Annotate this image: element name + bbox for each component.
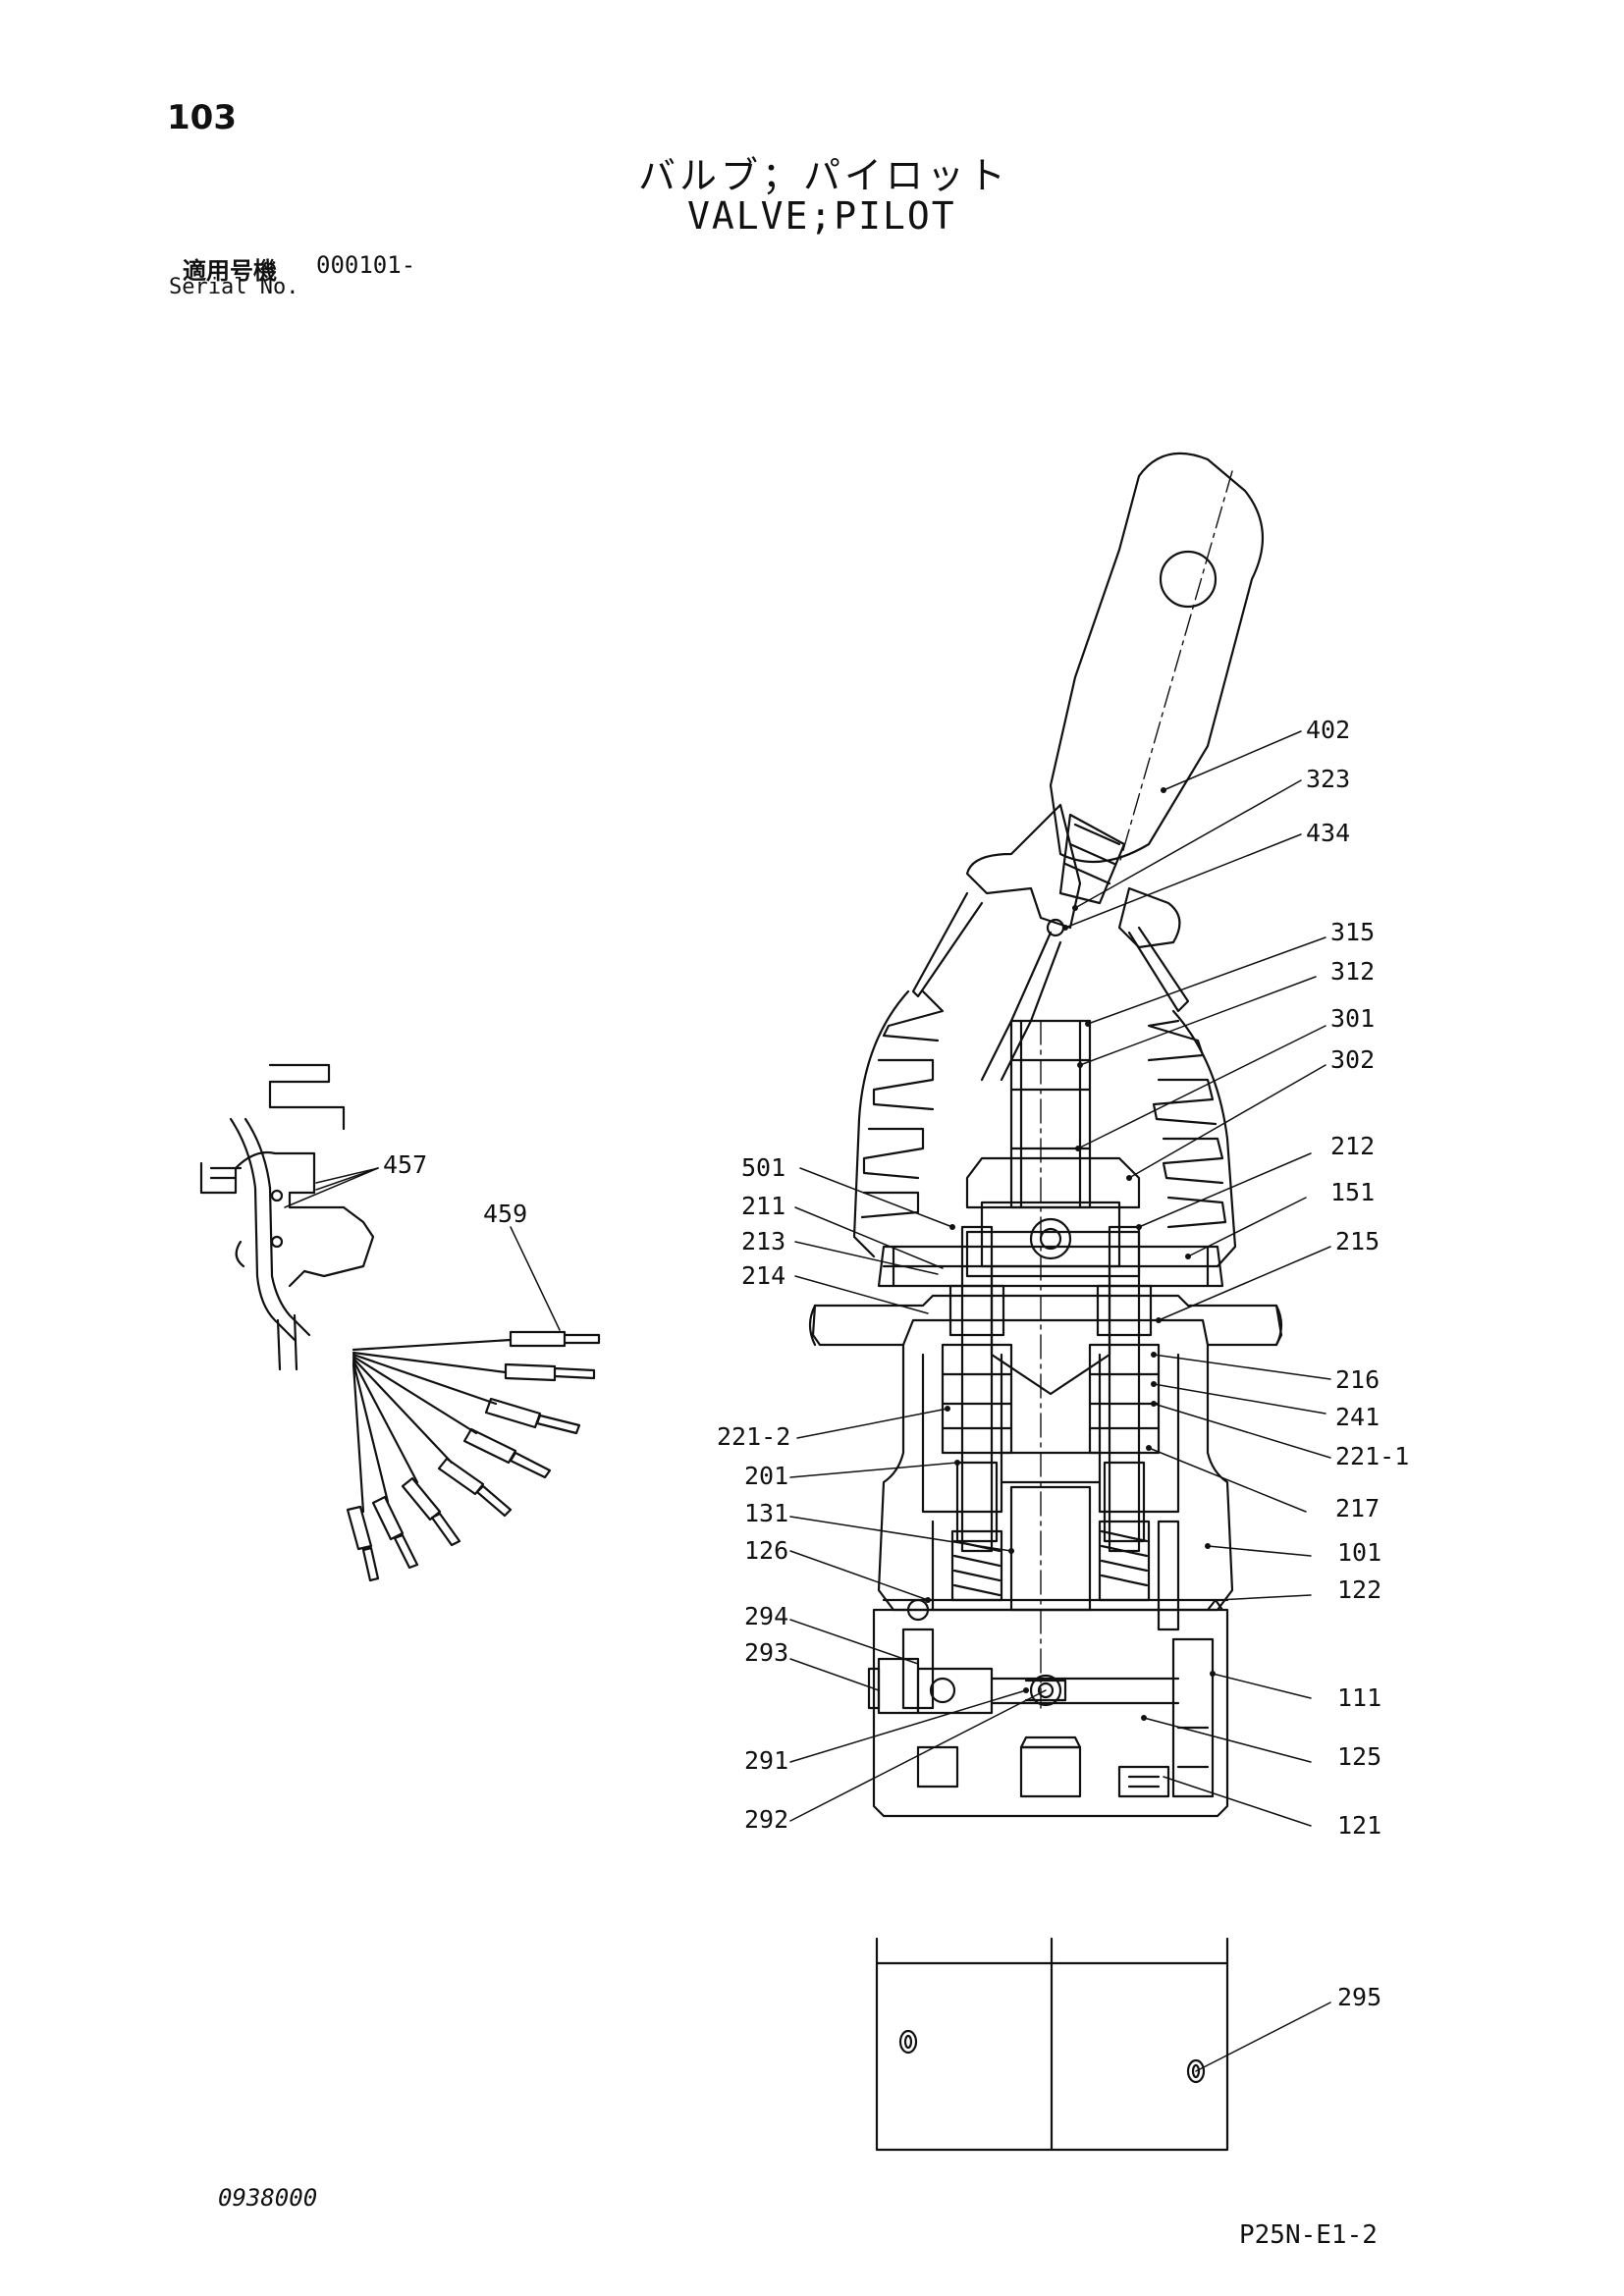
cam-plate — [867, 1657, 1180, 1715]
callout-323: 323 — [1306, 765, 1350, 793]
callout-211: 211 — [741, 1192, 785, 1220]
callout-501: 501 — [741, 1153, 785, 1182]
callout-241: 241 — [1335, 1403, 1380, 1431]
bottom-view — [875, 1937, 1229, 2152]
title-japanese: バルブ；パイロット — [638, 154, 1010, 197]
callout-151: 151 — [1330, 1178, 1375, 1206]
page-code: P25N-E1-2 — [1239, 2220, 1378, 2250]
callout-122: 122 — [1337, 1575, 1381, 1604]
valve-body — [808, 1294, 1283, 1612]
callout-212: 212 — [1330, 1132, 1375, 1160]
callout-294: 294 — [744, 1602, 788, 1630]
callout-214: 214 — [741, 1261, 785, 1290]
lower-casing — [872, 1598, 1229, 1818]
callout-402: 402 — [1306, 716, 1350, 744]
callout-131: 131 — [744, 1499, 788, 1527]
leader-lines — [1064, 730, 1331, 2072]
top-plate — [877, 1156, 1224, 1288]
callout-295: 295 — [1337, 1983, 1381, 2011]
callout-213: 213 — [741, 1227, 785, 1255]
callout-111: 111 — [1337, 1683, 1381, 1712]
title-english: VALVE;PILOT — [687, 194, 956, 238]
callout-101: 101 — [1337, 1538, 1381, 1567]
center-shaft — [965, 1019, 1141, 1709]
serial-label-english: Serial No. — [169, 275, 299, 299]
callout-201: 201 — [744, 1462, 788, 1490]
callout-126: 126 — [744, 1536, 788, 1565]
callout-221-1: 221-1 — [1335, 1442, 1409, 1470]
harness-inset — [199, 1063, 601, 1582]
lever-handle — [1049, 452, 1265, 865]
callout-291: 291 — [744, 1746, 788, 1775]
callout-221-2: 221-2 — [717, 1422, 790, 1451]
callout-302: 302 — [1330, 1045, 1375, 1074]
callout-434: 434 — [1306, 819, 1350, 847]
drawing-code: 0938000 — [218, 2184, 318, 2212]
callout-labels: 402 323 434 315 312 301 302 212 151 215 … — [383, 716, 1409, 2011]
page-number: 103 — [167, 98, 237, 137]
serial-number-value: 000101- — [316, 251, 416, 279]
leader-dots — [925, 787, 1216, 1721]
callout-215: 215 — [1335, 1227, 1380, 1255]
callout-315: 315 — [1330, 918, 1375, 946]
bellows-boot — [852, 989, 1237, 1268]
callout-216: 216 — [1335, 1365, 1380, 1394]
serial-label-japanese: 適用号機 — [183, 257, 277, 285]
callout-457: 457 — [383, 1150, 427, 1179]
callout-292: 292 — [744, 1805, 788, 1834]
leader-lines-left — [284, 1167, 1047, 1822]
callout-459: 459 — [483, 1200, 527, 1228]
callout-312: 312 — [1330, 957, 1375, 986]
callout-293: 293 — [744, 1638, 788, 1667]
callout-301: 301 — [1330, 1004, 1375, 1033]
callout-125: 125 — [1337, 1742, 1381, 1771]
callout-217: 217 — [1335, 1494, 1380, 1522]
callout-121: 121 — [1337, 1811, 1381, 1840]
